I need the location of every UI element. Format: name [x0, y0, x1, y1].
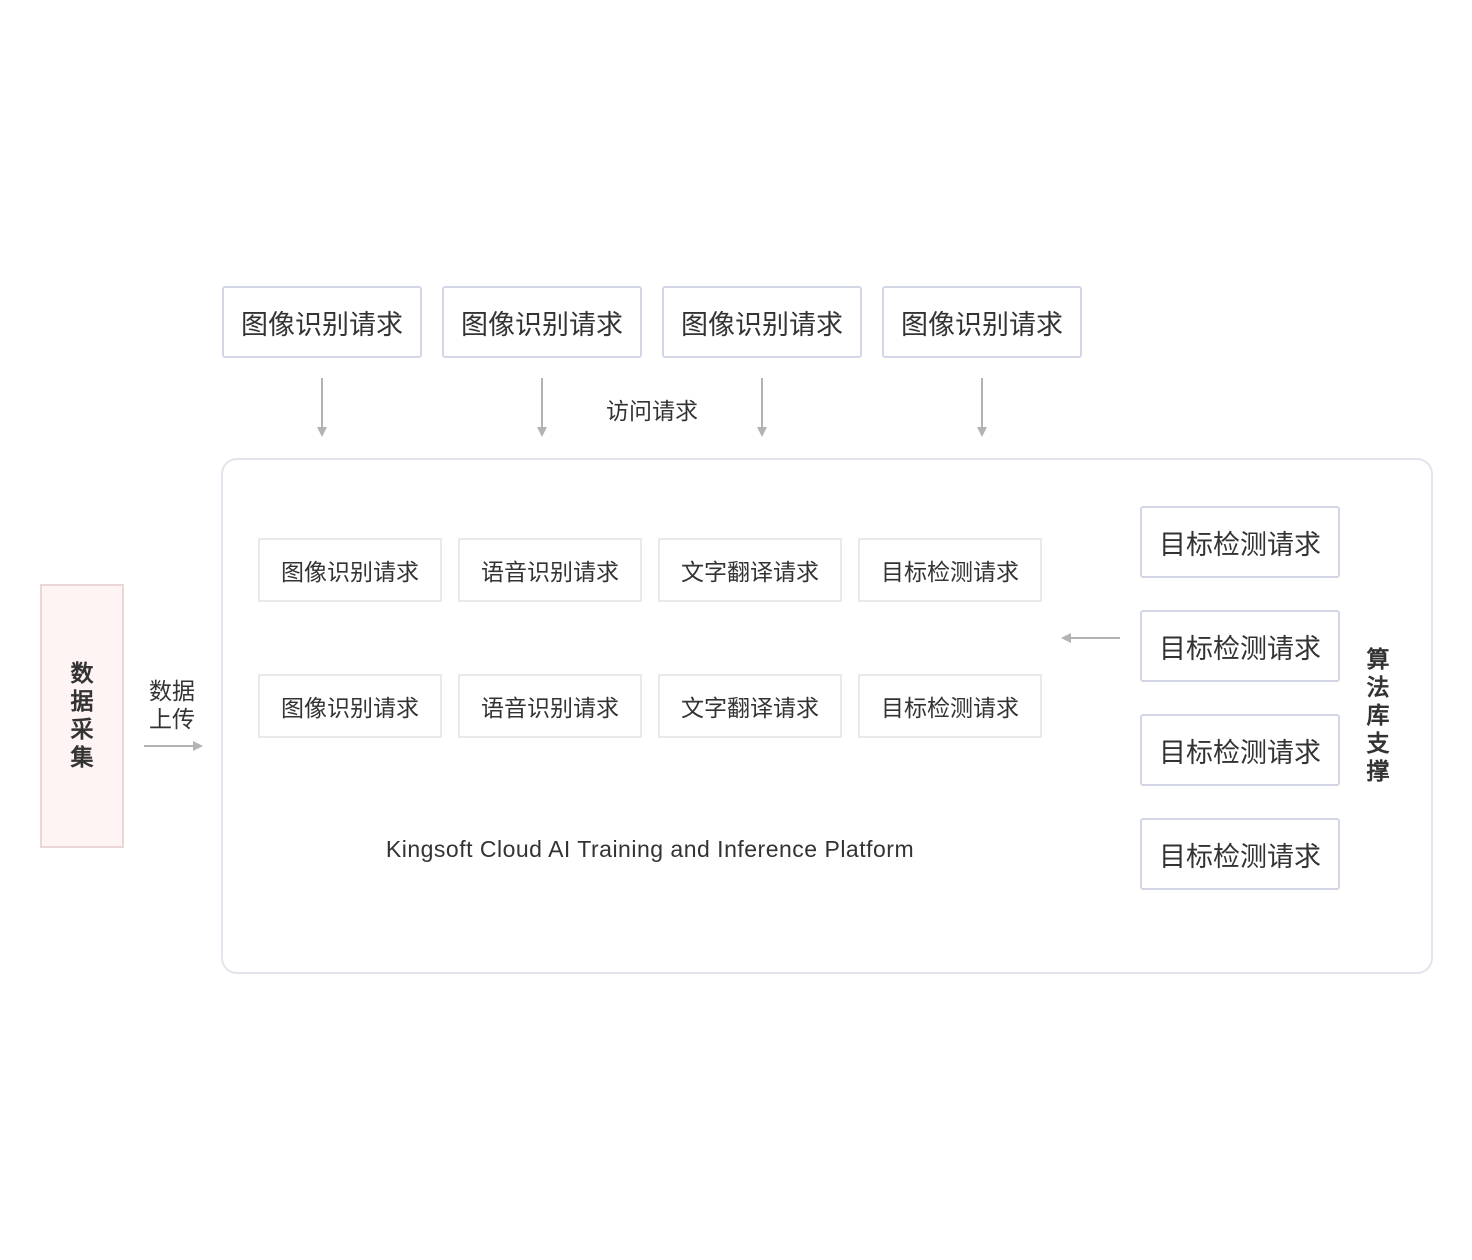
service-box: 文字翻译请求	[658, 674, 842, 738]
service-box: 图像识别请求	[258, 674, 442, 738]
service-box: 语音识别请求	[458, 538, 642, 602]
algorithm-box: 目标检测请求	[1140, 714, 1340, 786]
algorithm-library-label: 算法库支撑	[1366, 647, 1390, 785]
platform-container	[221, 458, 1433, 974]
algorithm-library-label-container: 算法库支撑	[1360, 646, 1396, 786]
data-collection-label: 数据采集	[70, 661, 94, 771]
service-box: 语音识别请求	[458, 674, 642, 738]
platform-name: Kingsoft Cloud AI Training and Inference…	[385, 836, 915, 862]
access-request-label: 访问请求	[606, 399, 698, 425]
service-box: 目标检测请求	[858, 674, 1042, 738]
service-box: 图像识别请求	[258, 538, 442, 602]
arrow-head	[757, 427, 767, 437]
algorithm-box: 目标检测请求	[1140, 506, 1340, 578]
arrow-head	[977, 427, 987, 437]
algorithm-box: 目标检测请求	[1140, 610, 1340, 682]
access-request-box: 图像识别请求	[662, 286, 862, 358]
arrow-head	[193, 741, 203, 751]
service-box: 文字翻译请求	[658, 538, 842, 602]
access-request-box: 图像识别请求	[442, 286, 642, 358]
data-upload-label: 数据上传	[149, 679, 195, 733]
arrow-head	[317, 427, 327, 437]
service-box: 目标检测请求	[858, 538, 1042, 602]
data-collection-box: 数据采集	[40, 584, 124, 848]
algorithm-box: 目标检测请求	[1140, 818, 1340, 890]
access-request-box: 图像识别请求	[882, 286, 1082, 358]
access-request-box: 图像识别请求	[222, 286, 422, 358]
arrow-head	[537, 427, 547, 437]
arrow-head	[1061, 633, 1071, 643]
